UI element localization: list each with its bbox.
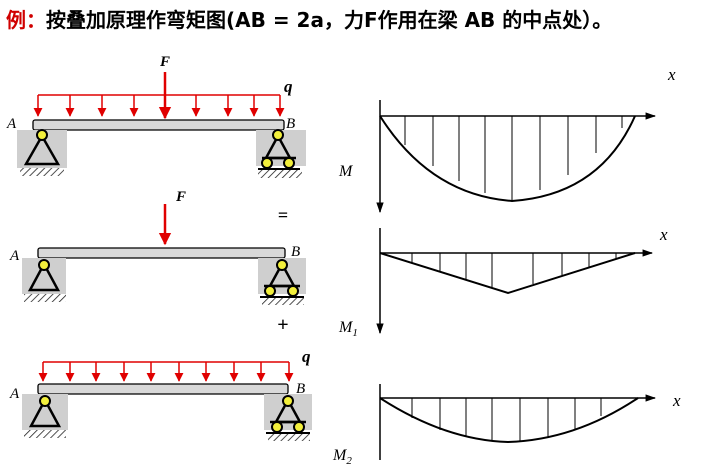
force-label: F	[175, 189, 186, 205]
point-load-moment-diagram: x M1	[338, 225, 668, 339]
point-load-beam: F A B	[9, 189, 306, 305]
moment-1-label: M1	[338, 319, 358, 339]
axis-x-label: x	[667, 65, 676, 84]
distributed-load-arrows	[33, 95, 285, 117]
problem-statement: 按叠加原理作弯矩图(AB = 2a，力F作用在梁 AB 的中点处）。	[46, 8, 613, 32]
roller-support	[258, 258, 306, 305]
hatch-lines	[411, 253, 617, 287]
combined-load-beam: F q A B	[6, 54, 306, 178]
beam-body	[37, 247, 286, 259]
pin-support	[22, 258, 66, 302]
load-label: q	[302, 347, 311, 366]
label-a: A	[6, 116, 17, 132]
label-b: B	[291, 244, 300, 260]
moment-polyline	[379, 252, 636, 295]
example-label: 例：	[6, 8, 46, 32]
axis-x-label: x	[672, 391, 681, 410]
total-moment-diagram: x M	[338, 65, 676, 214]
hatch-lines	[404, 116, 623, 201]
pin-support	[22, 394, 68, 438]
plus-sign: +	[277, 314, 288, 336]
pin-support	[17, 129, 67, 176]
beam-body	[32, 119, 285, 131]
moment-2-label: M2	[332, 447, 352, 467]
label-a: A	[9, 386, 20, 402]
distributed-load-moment-diagram: x M2	[332, 384, 681, 467]
hatch-lines	[411, 398, 602, 441]
equals-sign: =	[278, 205, 288, 225]
distributed-load-arrows	[38, 362, 294, 382]
distributed-load-beam: q A B	[9, 347, 312, 441]
roller-support	[256, 129, 306, 178]
moment-label: M	[338, 163, 354, 180]
moment-curve	[379, 397, 639, 444]
label-a: A	[9, 248, 20, 264]
roller-support	[264, 394, 312, 441]
force-label: F	[159, 54, 170, 70]
label-b: B	[296, 381, 305, 397]
axis-x-label: x	[659, 225, 668, 244]
problem-title: 例：按叠加原理作弯矩图(AB = 2a，力F作用在梁 AB 的中点处）。	[6, 4, 612, 36]
load-label: q	[284, 77, 293, 96]
label-b: B	[286, 116, 295, 132]
moment-curve	[379, 115, 636, 203]
beam-body	[37, 383, 289, 395]
